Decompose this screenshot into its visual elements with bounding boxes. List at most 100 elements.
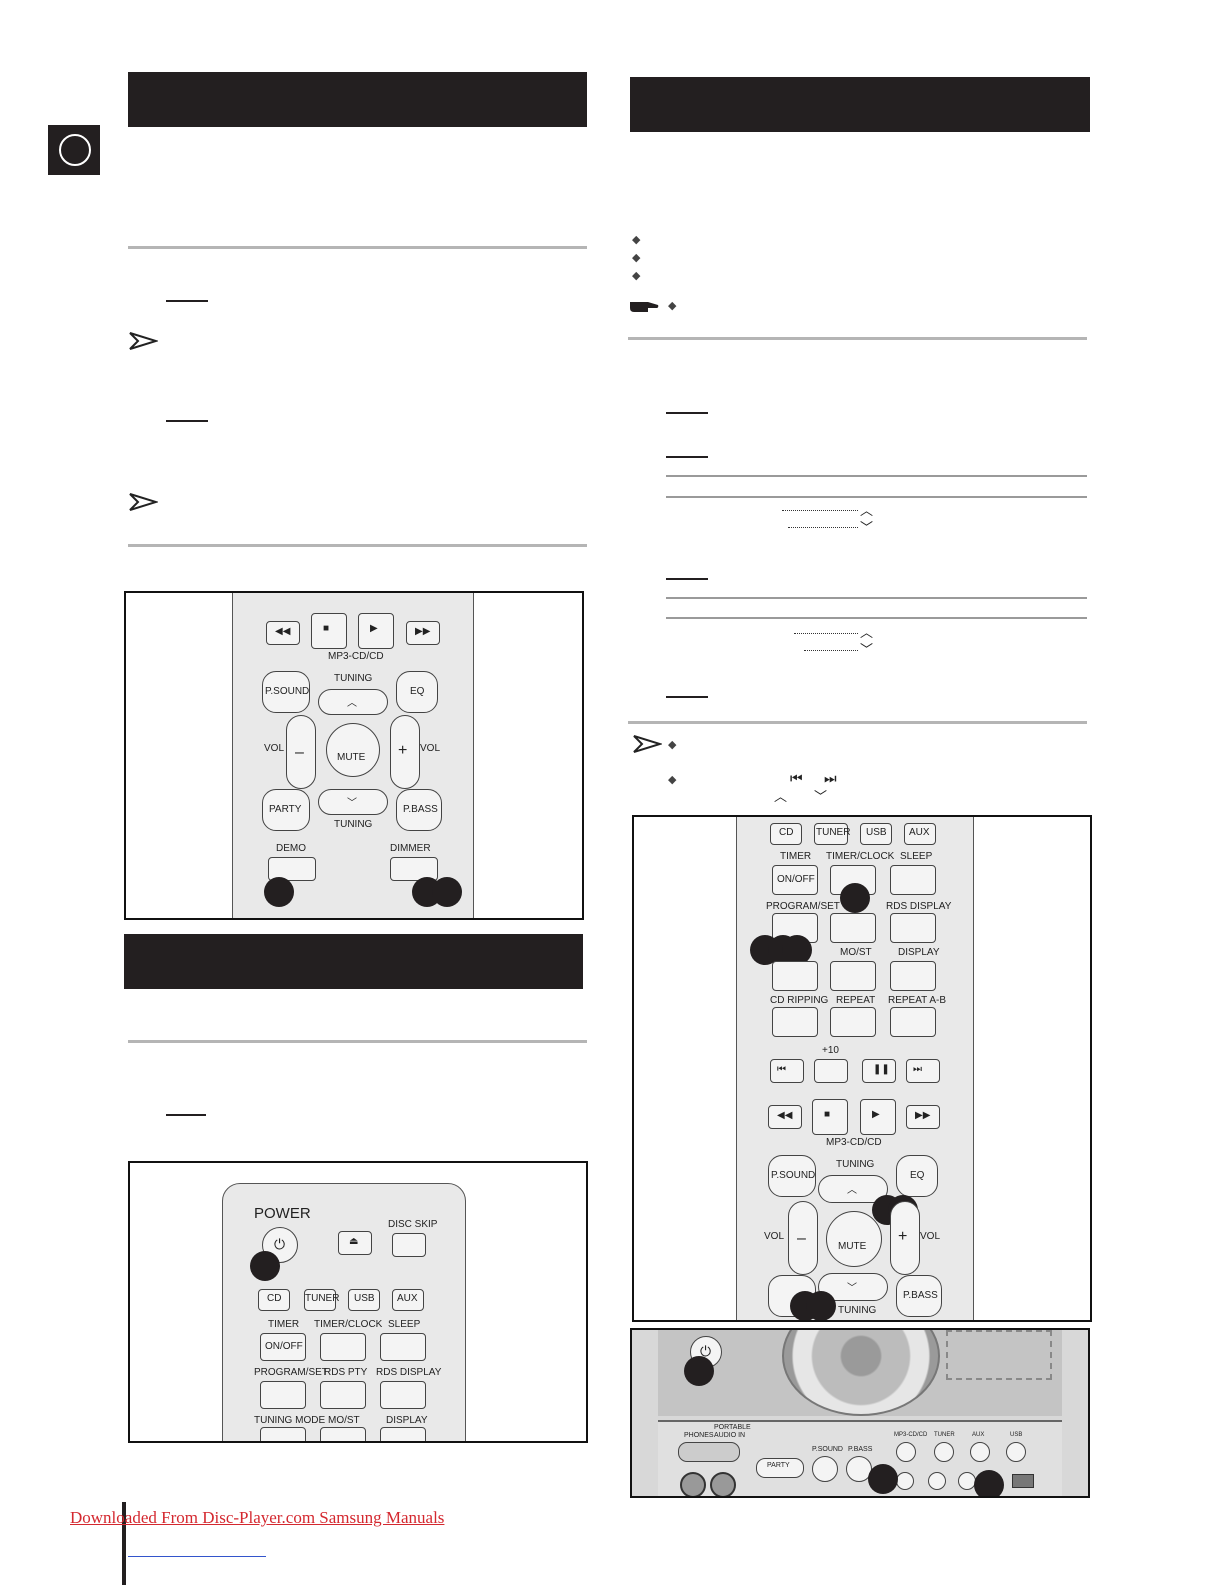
step-underline xyxy=(166,300,208,302)
display-button xyxy=(380,1427,426,1441)
vol-plus-button: + xyxy=(390,715,420,789)
step-underline xyxy=(666,456,708,458)
eq-button: EQ xyxy=(896,1155,938,1197)
bullet-diamond-icon: ◆ xyxy=(668,739,677,751)
tuner-button xyxy=(934,1442,954,1462)
leader-dots xyxy=(788,527,858,528)
section-header-left-bottom xyxy=(124,934,583,989)
step-callout xyxy=(974,1470,1004,1496)
table-rule xyxy=(666,475,1087,477)
usb-button: USB xyxy=(348,1289,380,1311)
aux-button: AUX xyxy=(392,1289,424,1311)
on-off-button: ON/OFF xyxy=(772,865,818,895)
program-set-label: PROGRAM/SET xyxy=(766,901,840,912)
tuning-mode-button xyxy=(260,1427,306,1441)
step-callout xyxy=(250,1251,280,1281)
mp3cd-label: MP3-CD/CD xyxy=(328,651,384,662)
usb-socket xyxy=(1012,1474,1034,1488)
mute-button: MUTE xyxy=(826,1211,882,1267)
repeat-ab-button xyxy=(890,1007,936,1037)
display-label: DISPLAY xyxy=(898,947,940,958)
fast-forward-button: ▶▶ xyxy=(406,621,440,645)
cd-button: CD xyxy=(770,823,802,845)
mo-st-button xyxy=(320,1427,366,1441)
pbass-button xyxy=(846,1456,872,1482)
pbass-label: P.BASS xyxy=(848,1446,873,1453)
tuner-label: TUNER xyxy=(934,1432,955,1438)
timer-clock-button xyxy=(320,1333,366,1361)
divider xyxy=(128,246,587,249)
tuner-button: TUNER xyxy=(304,1289,339,1311)
display-label: DISPLAY xyxy=(386,1415,428,1426)
table-rule xyxy=(666,617,1087,619)
vol-label-right: VOL xyxy=(420,743,441,754)
remote-illustration-tuning: CD TUNER USB AUX TIMER TIMER/CLOCK SLEEP… xyxy=(632,815,1092,1322)
usb-label: USB xyxy=(1010,1432,1023,1438)
skip-forward-button: ⏭ xyxy=(906,1059,940,1083)
rds-display-label: RDS DISPLAY xyxy=(886,901,952,912)
eject-button: ⏏ xyxy=(338,1231,372,1255)
audio-in-label: AUDIO IN xyxy=(714,1432,746,1439)
mo-st-label: MO/ST xyxy=(328,1415,360,1426)
front-panel-illustration: ⏻ PHONES PORTABLE AUDIO IN PARTY P.SOUND… xyxy=(630,1328,1090,1498)
step-callout xyxy=(432,877,462,907)
divider xyxy=(128,544,587,547)
note-arrow-icon xyxy=(129,493,158,511)
vol-label-left: VOL xyxy=(764,1231,785,1242)
divider xyxy=(628,721,1087,724)
note-arrow-icon xyxy=(129,332,158,350)
demo-label: DEMO xyxy=(276,843,306,854)
bullet-diamond-icon: ◆ xyxy=(668,774,677,786)
tuning-label-bottom: TUNING xyxy=(838,1305,877,1316)
footer-link-rule xyxy=(128,1556,266,1557)
eq-button: EQ xyxy=(396,671,438,713)
usb-port-left xyxy=(680,1472,706,1496)
note-arrow-icon xyxy=(633,735,662,753)
portable-label: PORTABLE xyxy=(714,1424,751,1431)
skip-back-button: ⏮ xyxy=(770,1059,804,1083)
mp3cd-label: MP3-CD/CD xyxy=(894,1432,928,1438)
cd-ripping-button xyxy=(772,1007,818,1037)
divider xyxy=(128,1040,587,1043)
download-source-link[interactable]: Downloaded From Disc-Player.com Samsung … xyxy=(70,1508,445,1527)
program-set-label: PROGRAM/SET xyxy=(254,1367,328,1378)
section-header-left-top xyxy=(128,72,587,127)
step-callout xyxy=(264,877,294,907)
psound-button: P.SOUND xyxy=(262,671,310,713)
plus10-label: +10 xyxy=(822,1045,839,1056)
language-circle xyxy=(59,134,91,166)
rds-display-button xyxy=(890,913,936,943)
step-underline xyxy=(166,1114,206,1116)
psound-label: P.SOUND xyxy=(812,1446,843,1453)
usb-button xyxy=(1006,1442,1026,1462)
rds-pty-button xyxy=(830,913,876,943)
step-callout xyxy=(806,1291,836,1320)
vol-minus-button: – xyxy=(788,1201,818,1275)
bullet-diamond-icon: ◆ xyxy=(668,300,677,312)
sleep-button xyxy=(380,1333,426,1361)
cd-button: CD xyxy=(258,1289,290,1311)
step-callout xyxy=(684,1356,714,1386)
timer-label: TIMER xyxy=(780,851,812,862)
cd-ripping-label: CD RIPPING xyxy=(770,995,829,1006)
display-window xyxy=(946,1330,1052,1380)
tuner-button: TUNER xyxy=(814,823,850,845)
step-callout xyxy=(840,883,870,913)
vol-label-left: VOL xyxy=(264,743,285,754)
leader-dots xyxy=(804,650,858,651)
program-set-button xyxy=(260,1381,306,1409)
mute-button: MUTE xyxy=(326,723,380,777)
rds-pty-button xyxy=(320,1381,366,1409)
mo-st-button xyxy=(830,961,876,991)
skip-forward-icon: ⏭ xyxy=(824,770,837,786)
tuning-down-icon: ﹀ xyxy=(860,642,874,657)
tuning-up-button: ︿ xyxy=(318,689,388,715)
tuning-up-icon: ︿ xyxy=(860,625,874,640)
page-edge-bar xyxy=(122,1502,126,1585)
on-off-button: ON/OFF xyxy=(260,1333,306,1361)
vol-plus-button: + xyxy=(890,1201,920,1275)
timer-label: TIMER xyxy=(268,1319,300,1330)
sleep-label: SLEEP xyxy=(900,851,933,862)
play-button: ▶ xyxy=(358,613,394,649)
tuning-down-icon: ﹀ xyxy=(814,789,828,804)
